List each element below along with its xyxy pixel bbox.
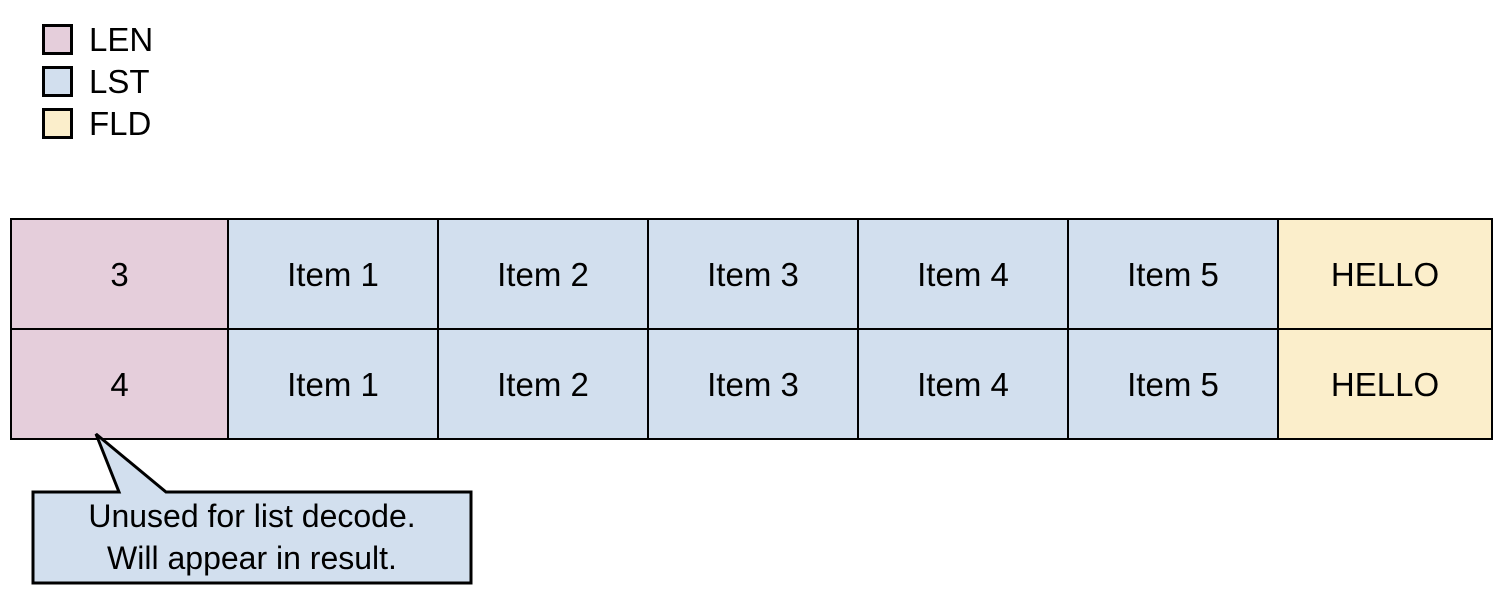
callout-line-1: Unused for list decode.	[88, 497, 416, 534]
legend-label-fld: FLD	[89, 104, 152, 142]
cell-list-item: Item 2	[437, 218, 649, 330]
legend-swatch-fld-icon	[42, 107, 73, 139]
table-row: 3 Item 1 Item 2 Item 3 Item 4 Item 5 HEL…	[10, 218, 1493, 330]
cell-list-item: Item 4	[857, 328, 1069, 440]
cell-len: 4	[10, 328, 229, 440]
structure-table: 3 Item 1 Item 2 Item 3 Item 4 Item 5 HEL…	[10, 218, 1493, 440]
table-row: 4 Item 1 Item 2 Item 3 Item 4 Item 5 HEL…	[10, 328, 1493, 440]
legend-swatch-len-icon	[42, 23, 73, 55]
cell-fld: HELLO	[1277, 328, 1493, 440]
callout-line-2: Will appear in result.	[107, 539, 397, 576]
legend: LEN LST FLD	[42, 18, 342, 144]
legend-label-lst: LST	[89, 62, 150, 100]
cell-list-item: Item 3	[647, 328, 859, 440]
legend-item-fld: FLD	[42, 102, 342, 144]
cell-len: 3	[10, 218, 229, 330]
cell-list-item: Item 3	[647, 218, 859, 330]
callout-text: Unused for list decode. Will appear in r…	[33, 490, 471, 583]
legend-swatch-lst-icon	[42, 65, 73, 97]
cell-fld: HELLO	[1277, 218, 1493, 330]
cell-list-item: Item 4	[857, 218, 1069, 330]
cell-list-item: Item 2	[437, 328, 649, 440]
legend-item-lst: LST	[42, 60, 342, 102]
cell-list-item: Item 1	[227, 218, 439, 330]
legend-item-len: LEN	[42, 18, 342, 60]
legend-label-len: LEN	[89, 20, 154, 58]
cell-list-item: Item 5	[1067, 218, 1279, 330]
cell-list-item: Item 5	[1067, 328, 1279, 440]
cell-list-item: Item 1	[227, 328, 439, 440]
